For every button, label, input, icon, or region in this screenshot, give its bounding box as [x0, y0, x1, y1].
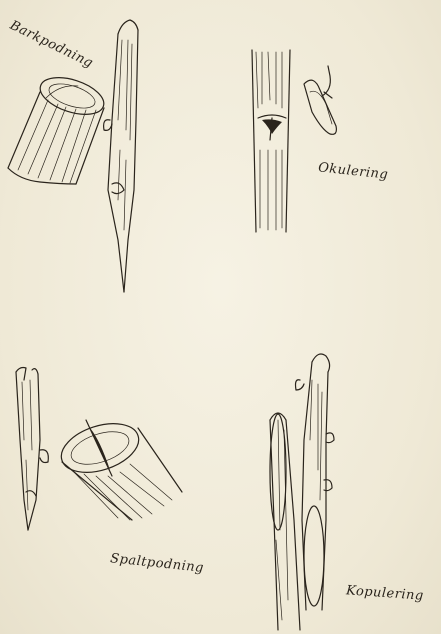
kopulering-left-stem-drawing — [270, 413, 300, 630]
spaltpodning-stock-drawing — [55, 415, 182, 520]
kopulering-right-stem-drawing — [296, 354, 335, 610]
barkpodning-stock-drawing — [8, 71, 108, 184]
barkpodning-scion-drawing — [104, 20, 138, 292]
okulering-bud-shield-drawing — [304, 66, 336, 134]
spaltpodning-scion-drawing — [16, 368, 48, 531]
okulering-stock-drawing — [252, 50, 290, 232]
